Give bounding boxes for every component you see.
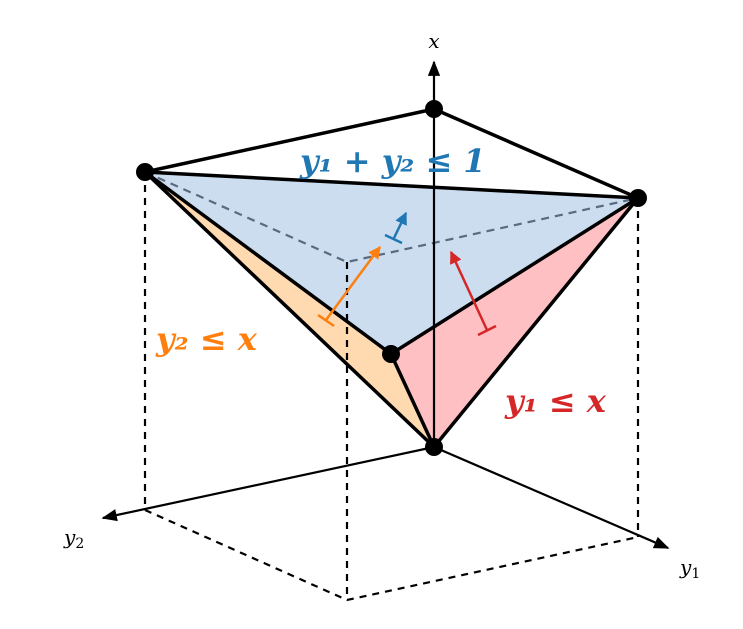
normal-arrow-y1 bbox=[449, 250, 497, 337]
projection-lines bbox=[143, 172, 640, 602]
y2-axis-label: y2 bbox=[63, 525, 84, 552]
face-sum bbox=[145, 172, 638, 354]
normal-arrow-y2 bbox=[317, 245, 382, 328]
x-axis-label: x bbox=[428, 29, 439, 53]
normal-arrow-sum bbox=[384, 211, 408, 245]
vertices bbox=[136, 100, 647, 456]
constraint-label-y2: y₂ ≤ x bbox=[155, 320, 258, 358]
constraint-label-sum: y₁ + y₂ ≤ 1 bbox=[299, 142, 486, 180]
y1-axis-label: y1 bbox=[679, 555, 700, 582]
constraint-label-y1: y₁ ≤ x bbox=[504, 382, 607, 420]
face-y1 bbox=[391, 198, 638, 447]
hidden-edges-top bbox=[144, 170, 639, 264]
y2-axis bbox=[101, 445, 435, 522]
y1-axis bbox=[433, 445, 670, 550]
